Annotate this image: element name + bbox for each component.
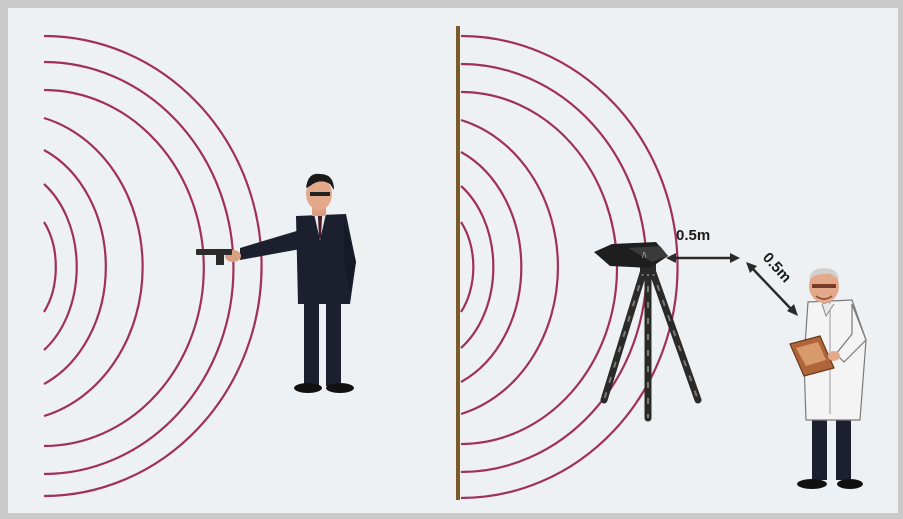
svg-text:/\: /\: [642, 251, 647, 260]
wall: [456, 26, 460, 500]
horizontal-distance-label: 0.5m: [676, 227, 710, 244]
